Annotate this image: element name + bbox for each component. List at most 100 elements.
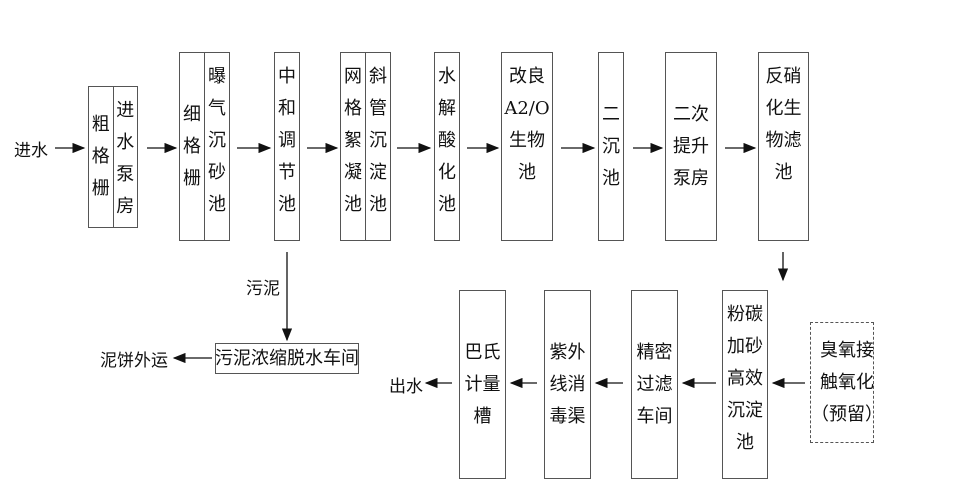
box-text-line: （预留） [811,403,883,425]
box-text-line: 砂 [208,162,226,183]
box-text-line: 网 [344,66,362,87]
box-column: 细格栅 [180,53,204,240]
box-text-line: 紫外 [549,341,586,363]
box-column: 二次提升泵房 [666,53,716,240]
box-column: 中和调节池 [275,53,299,240]
box-text-line: 节 [278,162,296,183]
box-text-line: 巴氏 [464,341,501,363]
box-text-line: 粗 [91,114,110,135]
box-column: 巴氏计量槽 [460,291,505,478]
box-text-line: 栅 [91,178,110,199]
box-text-line: 格 [183,135,201,157]
box-text-line: 酸 [438,130,456,151]
top-row-process-box: 网格絮凝池斜管沉淀池 [340,52,391,241]
box-column: 反硝化生物滤池 [759,53,808,240]
box-text-line: 斜 [369,66,387,87]
box-text-line: 物滤 [765,130,802,151]
top-row-process-box: 粗格栅进水泵房 [88,86,138,228]
box-text-line: 池 [774,162,793,183]
box-text-line: 高效 [727,368,763,389]
box-text-line: 调 [278,130,296,151]
box-text-line: 解 [438,98,456,119]
box-text-line: 水 [438,66,456,87]
box-column: 曝气沉砂池 [204,53,229,240]
box-text-line: 管 [369,98,387,119]
box-text-line: 中 [278,66,296,87]
bottom-row-process-box: 巴氏计量槽 [459,290,506,479]
sludge-dewatering-label: 污泥浓缩脱水车间 [215,347,359,369]
box-text-line: 化生 [765,98,802,119]
box-text-line: 车间 [636,405,673,427]
box-text-line: 池 [602,167,620,189]
box-column: 斜管沉淀池 [365,53,390,240]
box-text-line: 水 [116,132,135,153]
top-row-process-box: 反硝化生物滤池 [758,52,809,241]
top-row-process-box: 中和调节池 [274,52,300,241]
box-text-line: 二 [602,103,620,125]
outlet-label: 出水 [389,377,423,397]
box-text-line: 池 [369,194,387,215]
box-text-line: A2/O [504,98,550,119]
box-text-line: 反硝 [765,66,802,87]
box-text-line: 池 [518,162,536,183]
box-text-line: 毒渠 [549,405,586,427]
box-text-line: 沉淀 [727,400,763,421]
box-text-line: 触氧化 [820,371,874,393]
box-column: 粗格栅 [89,87,113,227]
box-text-line: 粉碳 [727,304,763,325]
box-text-line: 池 [438,194,456,215]
box-text-line: 改良 [509,66,545,87]
box-text-line: 过滤 [636,373,673,395]
box-text-line: 精密 [636,341,673,363]
box-column: 进水泵房 [112,87,138,227]
box-text-line: 栅 [183,167,201,189]
box-text-line: 池 [208,194,226,215]
box-text-line: 二次 [673,103,709,125]
box-text-line: 池 [278,194,296,215]
sludge-label: 污泥 [246,279,280,299]
box-text-line: 凝 [344,162,362,183]
box-column: 臭氧接触氧化（预留） [811,323,883,442]
box-text-line: 化 [438,162,456,183]
box-text-line: 曝 [208,66,226,87]
box-column: 粉碳加砂高效沉淀池 [723,291,767,478]
box-text-line: 计量 [464,373,501,395]
box-text-line: 格 [344,98,362,119]
sludge-cake-label: 泥饼外运 [100,351,168,371]
box-text-line: 提升 [673,135,709,157]
box-text-line: 格 [91,146,110,167]
box-text-line: 气 [208,98,226,119]
box-text-line: 进 [116,100,135,121]
box-text-line: 泵 [116,164,135,185]
box-text-line: 絮 [344,130,362,151]
inlet-label: 进水 [14,141,48,161]
box-text-line: 房 [116,196,135,217]
box-text-line: 池 [736,432,754,453]
box-text-line: 加砂 [727,336,763,357]
box-text-line: 细 [183,103,201,125]
box-text-line: 沉 [208,130,226,151]
box-column: 紫外线消毒渠 [545,291,590,478]
bottom-row-process-box: 精密过滤车间 [631,290,678,479]
bottom-row-process-box: 紫外线消毒渠 [544,290,591,479]
top-row-process-box: 二次提升泵房 [665,52,717,241]
top-row-process-box: 细格栅曝气沉砂池 [179,52,230,241]
bottom-row-process-box: 粉碳加砂高效沉淀池 [722,290,768,479]
box-text-line: 泵房 [673,167,709,189]
box-text-line: 沉 [602,135,620,157]
box-text-line: 池 [344,194,362,215]
box-column: 网格絮凝池 [341,53,365,240]
top-row-process-box: 二沉池 [598,52,624,241]
box-text-line: 生物 [509,130,545,151]
box-column: 精密过滤车间 [632,291,677,478]
box-text-line: 槽 [473,405,492,427]
top-row-process-box: 改良 A2/O 生物池 [501,52,553,241]
sludge-dewatering-box: 污泥浓缩脱水车间 [215,343,359,374]
box-text-line: 和 [278,98,296,119]
box-text-line: 沉 [369,130,387,151]
box-text-line: 淀 [369,162,387,183]
box-text-line: 线消 [549,373,586,395]
bottom-row-process-box: 臭氧接触氧化（预留） [810,322,883,443]
